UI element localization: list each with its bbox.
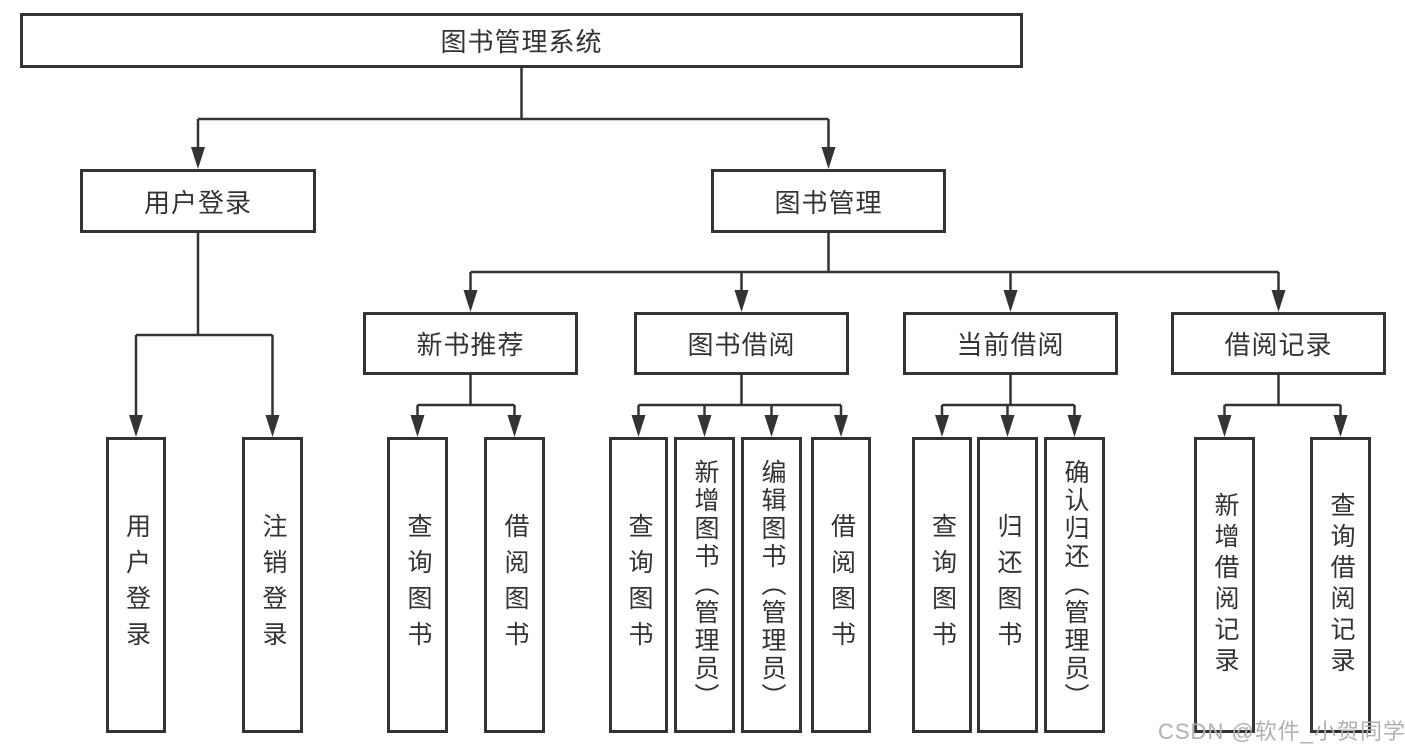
leaf-borrow-query-book: 查询图书 (609, 437, 668, 733)
node-user-login-group: 用户登录 (80, 169, 316, 233)
leaf-borrow-borrow-book-label: 借阅图书 (827, 513, 856, 657)
node-new-book-recommend: 新书推荐 (363, 312, 578, 375)
leaf-add-borrow-record: 新增借阅记录 (1194, 437, 1255, 733)
leaf-add-borrow-record-label: 新增借阅记录 (1211, 492, 1239, 678)
node-root: 图书管理系统 (20, 13, 1023, 68)
leaf-user-login-label: 用户登录 (122, 513, 151, 657)
leaf-current-query-book: 查询图书 (912, 437, 972, 733)
node-book-borrow: 图书借阅 (634, 312, 849, 375)
leaf-borrow-borrow-book: 借阅图书 (811, 437, 871, 733)
node-borrow-record-label: 借阅记录 (1224, 330, 1333, 360)
csdn-watermark: CSDN @软件_小贺同学 (1158, 719, 1405, 744)
leaf-logout: 注销登录 (242, 437, 303, 733)
leaf-borrow-query-book-label: 查询图书 (625, 513, 653, 657)
leaf-edit-book-admin-label: 编辑图书（管理员） (758, 459, 786, 711)
node-book-management-label: 图书管理 (774, 187, 883, 218)
node-current-borrow: 当前借阅 (903, 312, 1118, 375)
leaf-logout-label: 注销登录 (259, 513, 287, 657)
leaf-add-book-admin: 新增图书（管理员） (674, 437, 735, 733)
leaf-add-book-admin-label: 新增图书（管理员） (691, 459, 719, 711)
node-root-label: 图书管理系统 (440, 27, 603, 57)
leaf-current-query-book-label: 查询图书 (928, 513, 957, 657)
leaf-rec-borrow-book-label: 借阅图书 (501, 513, 529, 657)
leaf-edit-book-admin: 编辑图书（管理员） (741, 437, 802, 733)
node-book-borrow-label: 图书借阅 (687, 330, 796, 360)
leaf-rec-borrow-book: 借阅图书 (484, 437, 545, 733)
leaf-user-login: 用户登录 (106, 437, 166, 733)
node-new-book-recommend-label: 新书推荐 (416, 330, 525, 360)
node-book-management: 图书管理 (711, 169, 946, 233)
leaf-return-book: 归还图书 (977, 437, 1038, 733)
leaf-return-book-label: 归还图书 (994, 513, 1022, 657)
node-user-login-group-label: 用户登录 (143, 187, 252, 218)
leaf-query-borrow-record-label: 查询借阅记录 (1327, 492, 1355, 678)
node-current-borrow-label: 当前借阅 (956, 330, 1065, 360)
leaf-rec-query-book-label: 查询图书 (404, 513, 432, 657)
leaf-query-borrow-record: 查询借阅记录 (1310, 437, 1371, 733)
leaf-rec-query-book: 查询图书 (387, 437, 448, 733)
leaf-confirm-return-admin-label: 确认归还（管理员） (1061, 459, 1089, 711)
node-borrow-record: 借阅记录 (1171, 312, 1386, 375)
leaf-confirm-return-admin: 确认归还（管理员） (1044, 437, 1105, 733)
